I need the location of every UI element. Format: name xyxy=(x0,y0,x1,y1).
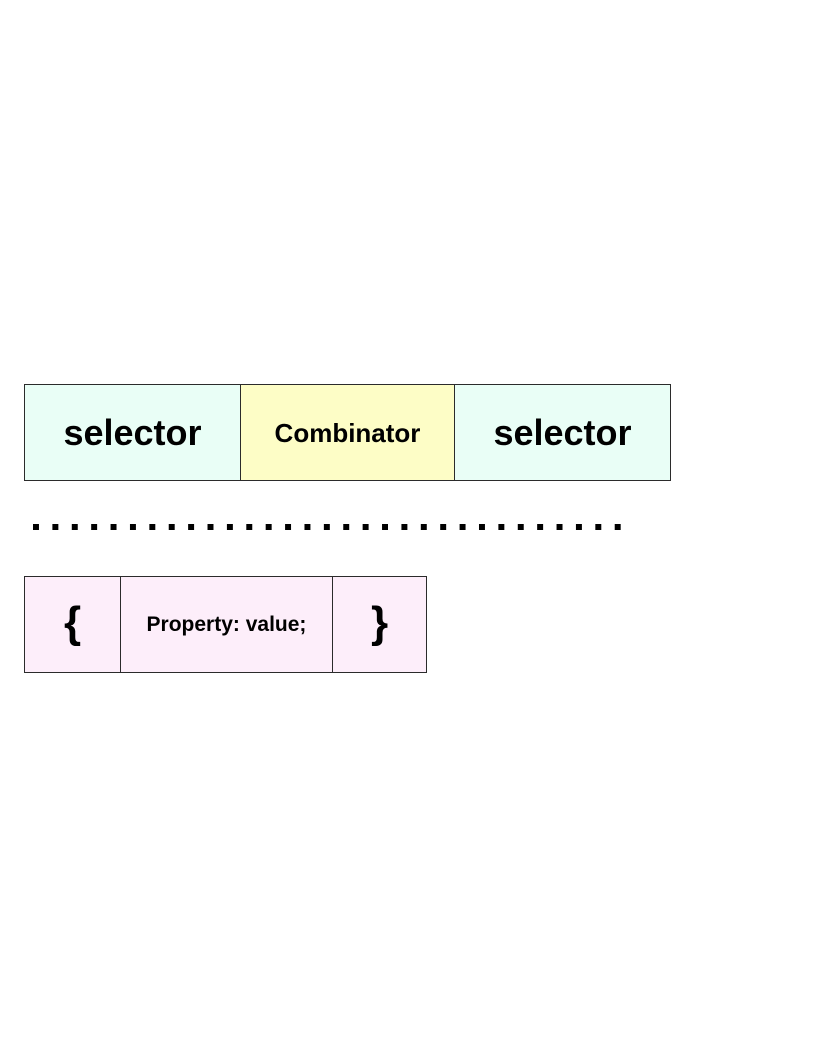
close-brace-box: } xyxy=(332,576,427,673)
left-selector-label: selector xyxy=(63,411,202,453)
declaration-label: Property: value; xyxy=(146,613,307,636)
open-brace-box: { xyxy=(24,576,121,673)
combinator-box: Combinator xyxy=(240,384,455,481)
right-selector-box: selector xyxy=(454,384,671,481)
declaration-box: Property: value; xyxy=(120,576,333,673)
dotted-separator xyxy=(33,524,633,530)
close-brace-label: } xyxy=(370,597,389,647)
left-selector-box: selector xyxy=(24,384,241,481)
open-brace-label: { xyxy=(63,597,82,647)
right-selector-label: selector xyxy=(493,411,632,453)
combinator-label: Combinator xyxy=(274,417,421,448)
